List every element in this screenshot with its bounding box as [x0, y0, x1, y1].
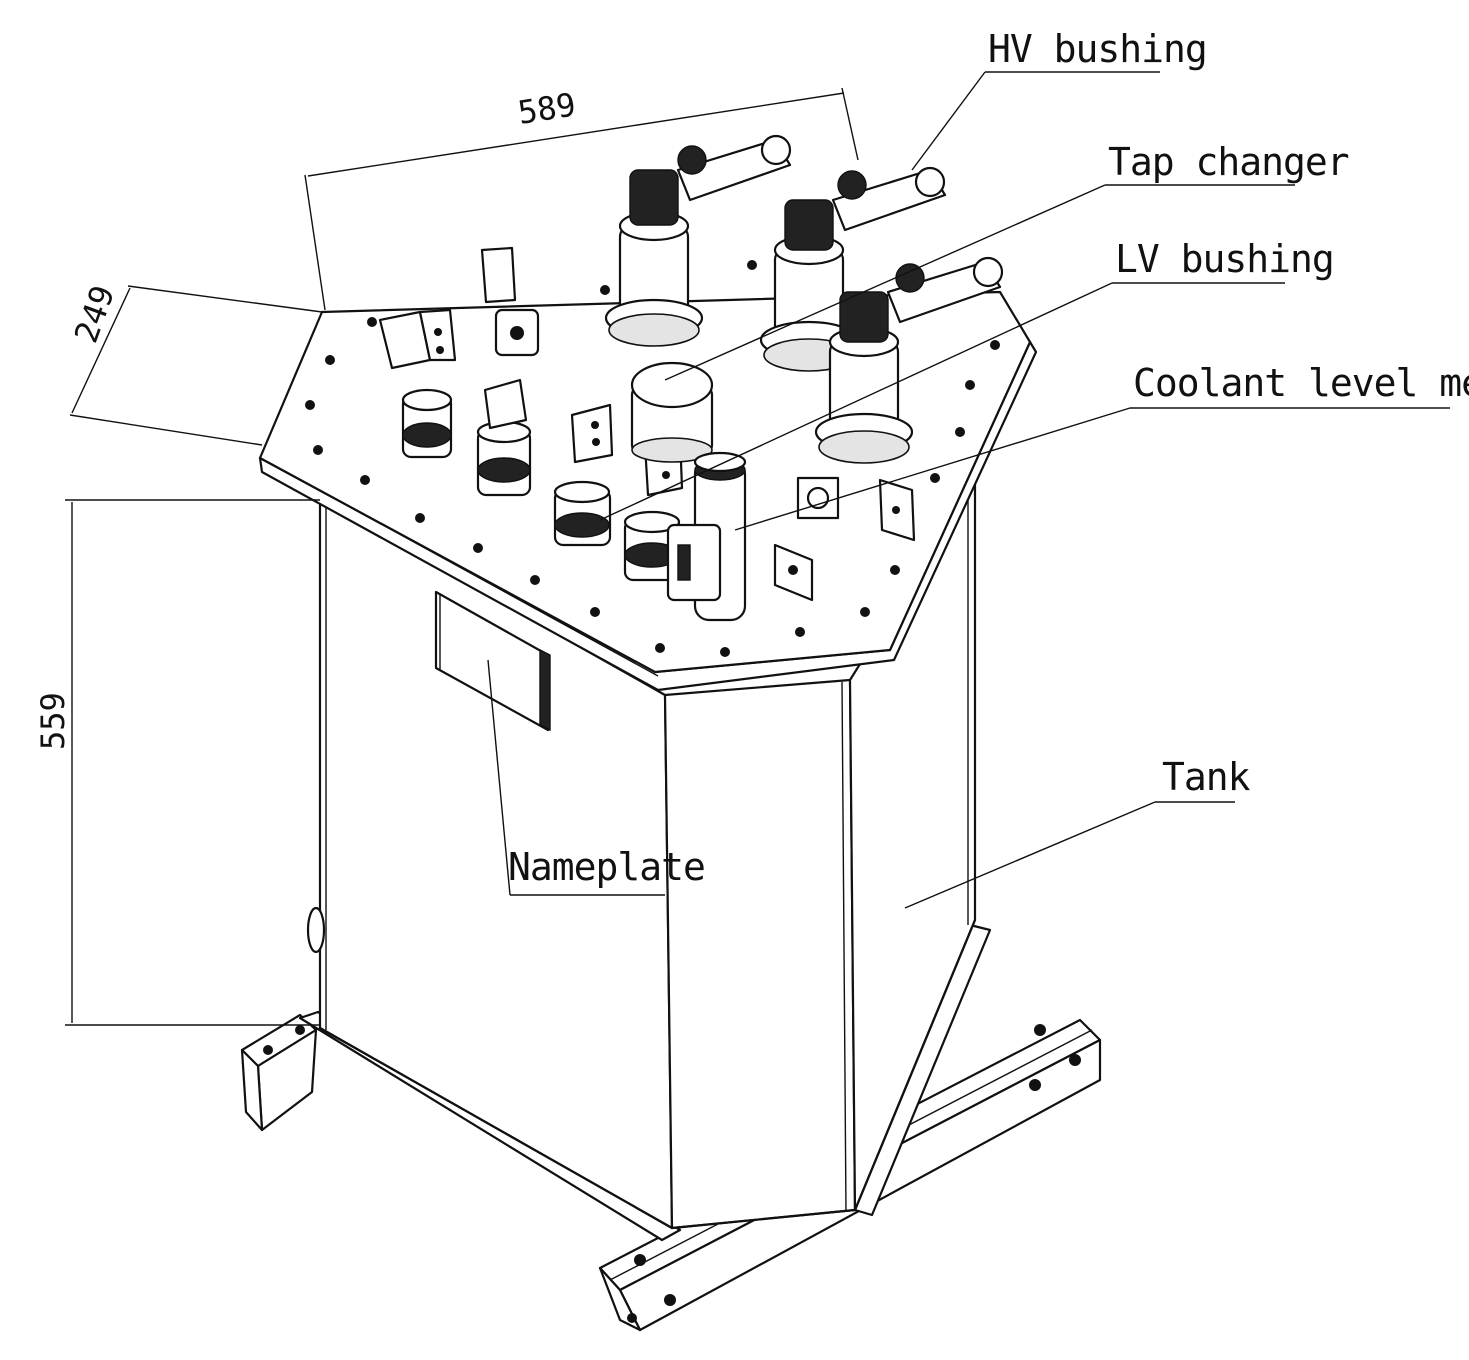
lv-bushing-1	[378, 308, 457, 459]
dimension-depth-label: 249	[67, 280, 122, 347]
cover-bolts	[305, 260, 1000, 657]
callout-tap-changer: Tap changer	[664, 140, 1350, 381]
dimension-height-label: 559	[34, 692, 72, 750]
callout-nameplate: Nameplate	[487, 659, 706, 896]
lv-bushing-2	[476, 246, 540, 497]
hv-bushing-1	[604, 134, 792, 347]
hv-bushing-3	[814, 256, 1004, 464]
label-coolant-level-meter: Coolant level meter	[1133, 361, 1469, 405]
callout-lv-bushing: LV bushing	[599, 237, 1335, 521]
coolant-level-meter	[666, 451, 747, 622]
dimension-width: 589	[304, 85, 859, 311]
callout-hv-bushing: HV bushing	[911, 27, 1208, 171]
label-lv-bushing: LV bushing	[1115, 237, 1334, 281]
tap-changer	[630, 361, 714, 463]
dimension-width-label: 589	[515, 85, 578, 132]
cover-fittings	[773, 476, 916, 602]
label-hv-bushing: HV bushing	[988, 27, 1207, 71]
lv-bushing-3	[553, 403, 614, 547]
label-tap-changer: Tap changer	[1108, 140, 1349, 184]
callout-tank: Tank	[904, 755, 1252, 909]
dimension-height: 559	[34, 499, 320, 1026]
nameplate	[434, 590, 551, 732]
callout-coolant-level-meter: Coolant level meter	[734, 361, 1469, 531]
label-nameplate: Nameplate	[508, 845, 705, 889]
base-skid-left	[240, 1013, 318, 1132]
label-tank: Tank	[1162, 755, 1251, 799]
